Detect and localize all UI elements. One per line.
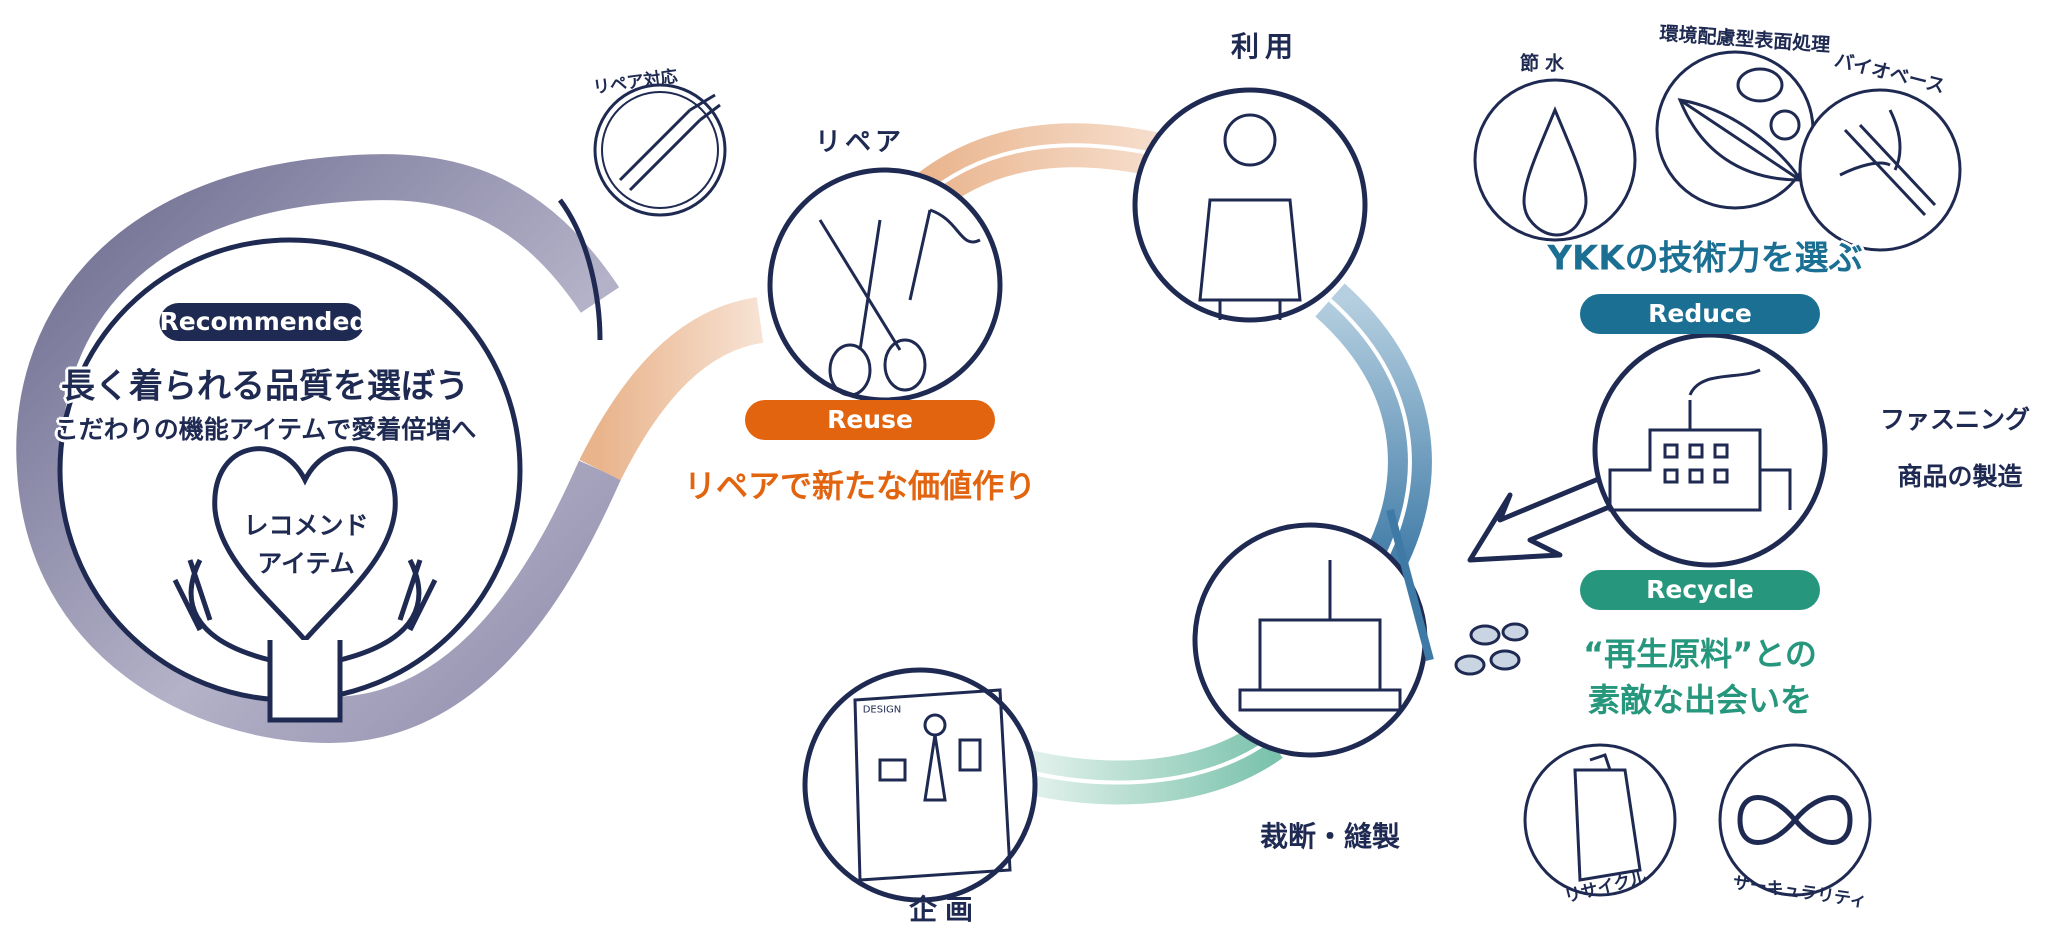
heart-label-line2: アイテム — [257, 549, 355, 578]
repair-service-circle-inner — [601, 91, 719, 209]
recommended-title: 長く着られる品質を選ぼう — [61, 366, 469, 407]
water-saving-circle — [1473, 78, 1637, 242]
infinity-icon — [1737, 795, 1853, 845]
use-circle — [1132, 87, 1368, 323]
water-saving-label: 節水 — [1519, 52, 1571, 75]
recycled-pellets-icon — [1454, 622, 1529, 676]
water-drop-icon — [1522, 106, 1588, 237]
factory-label-line1: ファスニング — [1879, 405, 2031, 434]
recommended-badge: Recommended — [159, 303, 367, 341]
heart-label-line1: レコメンド — [243, 511, 369, 540]
reuse-badge: Reuse — [745, 400, 995, 440]
reduce-headline: YKKの技術力を選ぶ — [1547, 238, 1863, 279]
surface-treatment-circle — [1655, 50, 1815, 210]
person-icon — [1198, 113, 1302, 320]
plan-circle — [802, 667, 1038, 903]
design-sheet-text: DESIGN — [862, 704, 902, 716]
heart-hands-icon — [172, 446, 438, 723]
leaf-icon — [1677, 67, 1803, 182]
reduce-badge: Reduce — [1580, 294, 1820, 334]
recommended-subtitle: こだわりの機能アイテムで愛着倍増へ — [53, 415, 477, 444]
sewing-circle — [1192, 522, 1428, 758]
plastic-bottle-icon — [1573, 753, 1642, 882]
biobased-circle — [1798, 88, 1962, 252]
recycle-badge: Recycle — [1580, 570, 1820, 610]
use-label: 利用 — [1230, 30, 1300, 63]
recycle-line1: “再生原料”との — [1583, 635, 1817, 673]
sugarcane-icon — [1839, 109, 1937, 217]
reuse-tagline: リペアで新たな価値作り — [683, 467, 1037, 505]
repair-label: リペア — [814, 127, 906, 158]
factory-circle — [1592, 332, 1828, 568]
recycle-line2: 素敵な出会いを — [1587, 681, 1813, 719]
factory-icon — [1608, 368, 1792, 512]
design-sheet-icon — [853, 688, 1012, 882]
sewing-machine-icon — [1238, 508, 1434, 712]
factory-label-line2: 商品の製造 — [1897, 462, 2023, 491]
infinity-ribbon — [16, 154, 765, 744]
pliers-icon — [618, 93, 721, 192]
plan-label: 企画 — [908, 893, 982, 926]
sewing-label: 裁断・縫製 — [1259, 820, 1401, 853]
scissors-icon — [818, 208, 981, 397]
